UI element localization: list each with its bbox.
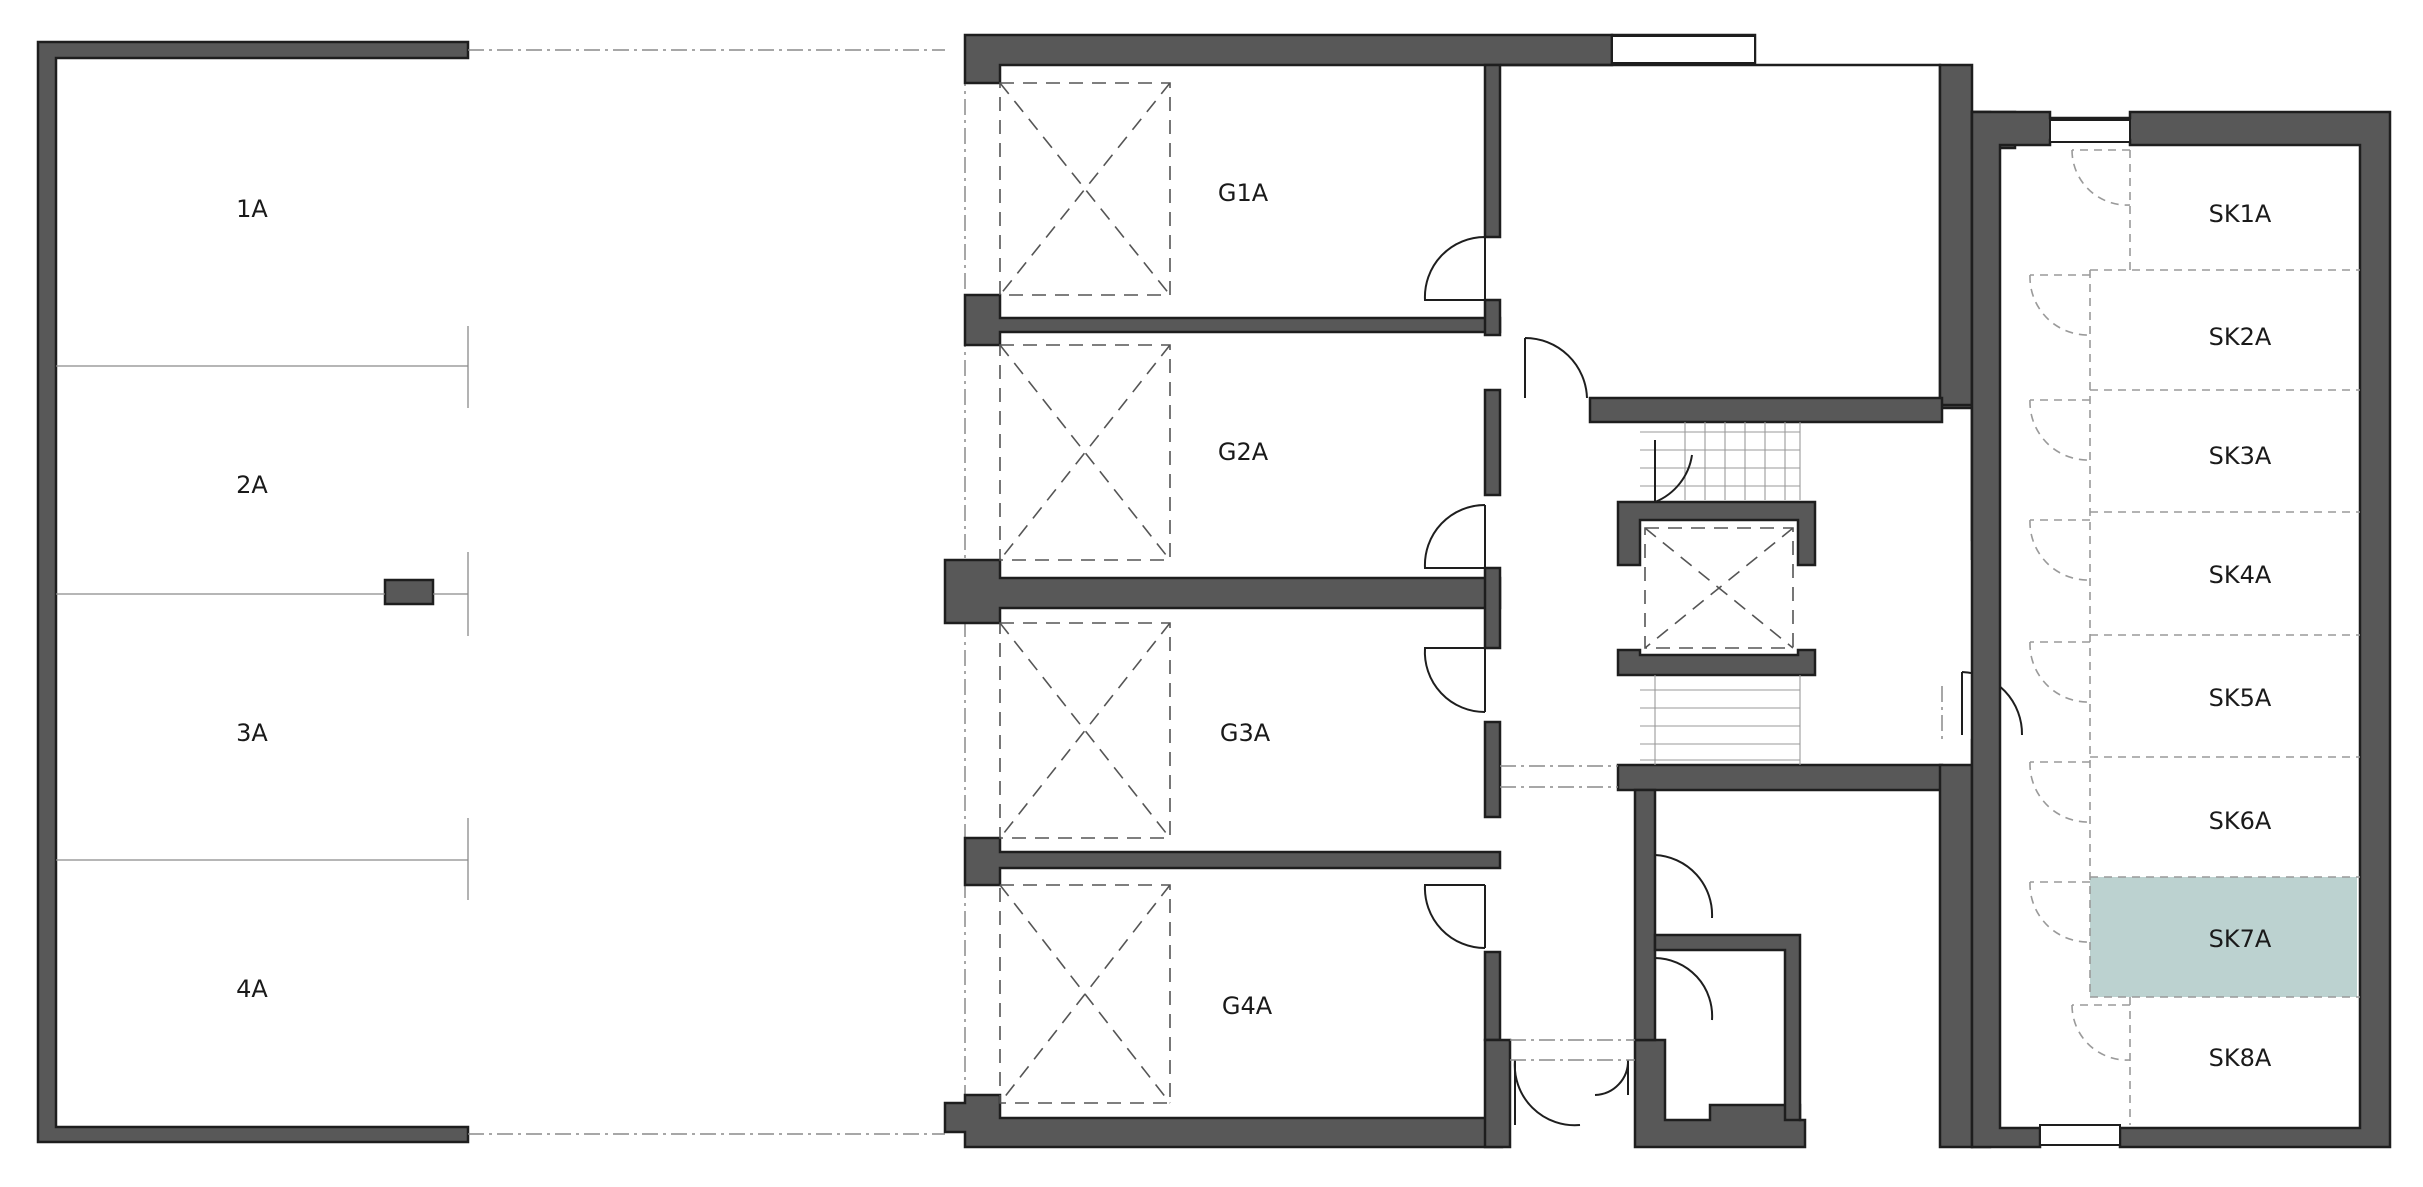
lift-shaft: [1644, 527, 1794, 649]
window: [1611, 35, 1756, 64]
parking-labels: 1A 2A 3A 4A: [236, 195, 268, 1003]
parking-space-label[interactable]: 3A: [236, 719, 268, 747]
garage-walls: [943, 33, 1614, 1149]
parking-space-label[interactable]: 2A: [236, 471, 268, 499]
garage-doors: [1423, 235, 1486, 950]
storage-unit-label[interactable]: SK7A: [2209, 925, 2272, 953]
storage-unit-highlight[interactable]: [2090, 877, 2357, 997]
storage-unit-label[interactable]: SK6A: [2209, 807, 2272, 835]
garage-labels: G1A G2A G3A G4A: [1218, 179, 1273, 1020]
garage-label[interactable]: G3A: [1220, 719, 1271, 747]
stairs: [1640, 422, 1801, 765]
storage-unit-label[interactable]: SK1A: [2209, 200, 2272, 228]
storage-labels: SK1A SK2A SK3A SK4A SK5A SK6A SK7A SK8A: [2209, 200, 2272, 1072]
core-walls: [1500, 33, 2017, 1149]
storage-walls: [1611, 35, 2392, 1149]
parking-area-walls: [36, 40, 470, 1144]
parking-space-label[interactable]: 1A: [236, 195, 268, 223]
garage-label[interactable]: G2A: [1218, 438, 1269, 466]
garage-label[interactable]: G1A: [1218, 179, 1269, 207]
parking-space-label[interactable]: 4A: [236, 975, 268, 1003]
garage-label[interactable]: G4A: [1222, 992, 1273, 1020]
storage-unit-label[interactable]: SK5A: [2209, 684, 2272, 712]
storage-unit-label[interactable]: SK2A: [2209, 323, 2272, 351]
storage-partitions: [2029, 149, 2360, 1125]
parking-bay-dividers: [56, 49, 966, 1135]
core-thresholds: [1500, 686, 1973, 1061]
storage-unit-label[interactable]: SK8A: [2209, 1044, 2272, 1072]
garage-parking-markings: [999, 82, 1171, 1104]
window: [2039, 1124, 2121, 1146]
window: [2049, 119, 2131, 143]
storage-unit-label[interactable]: SK3A: [2209, 442, 2272, 470]
storage-unit-label[interactable]: SK4A: [2209, 561, 2272, 589]
